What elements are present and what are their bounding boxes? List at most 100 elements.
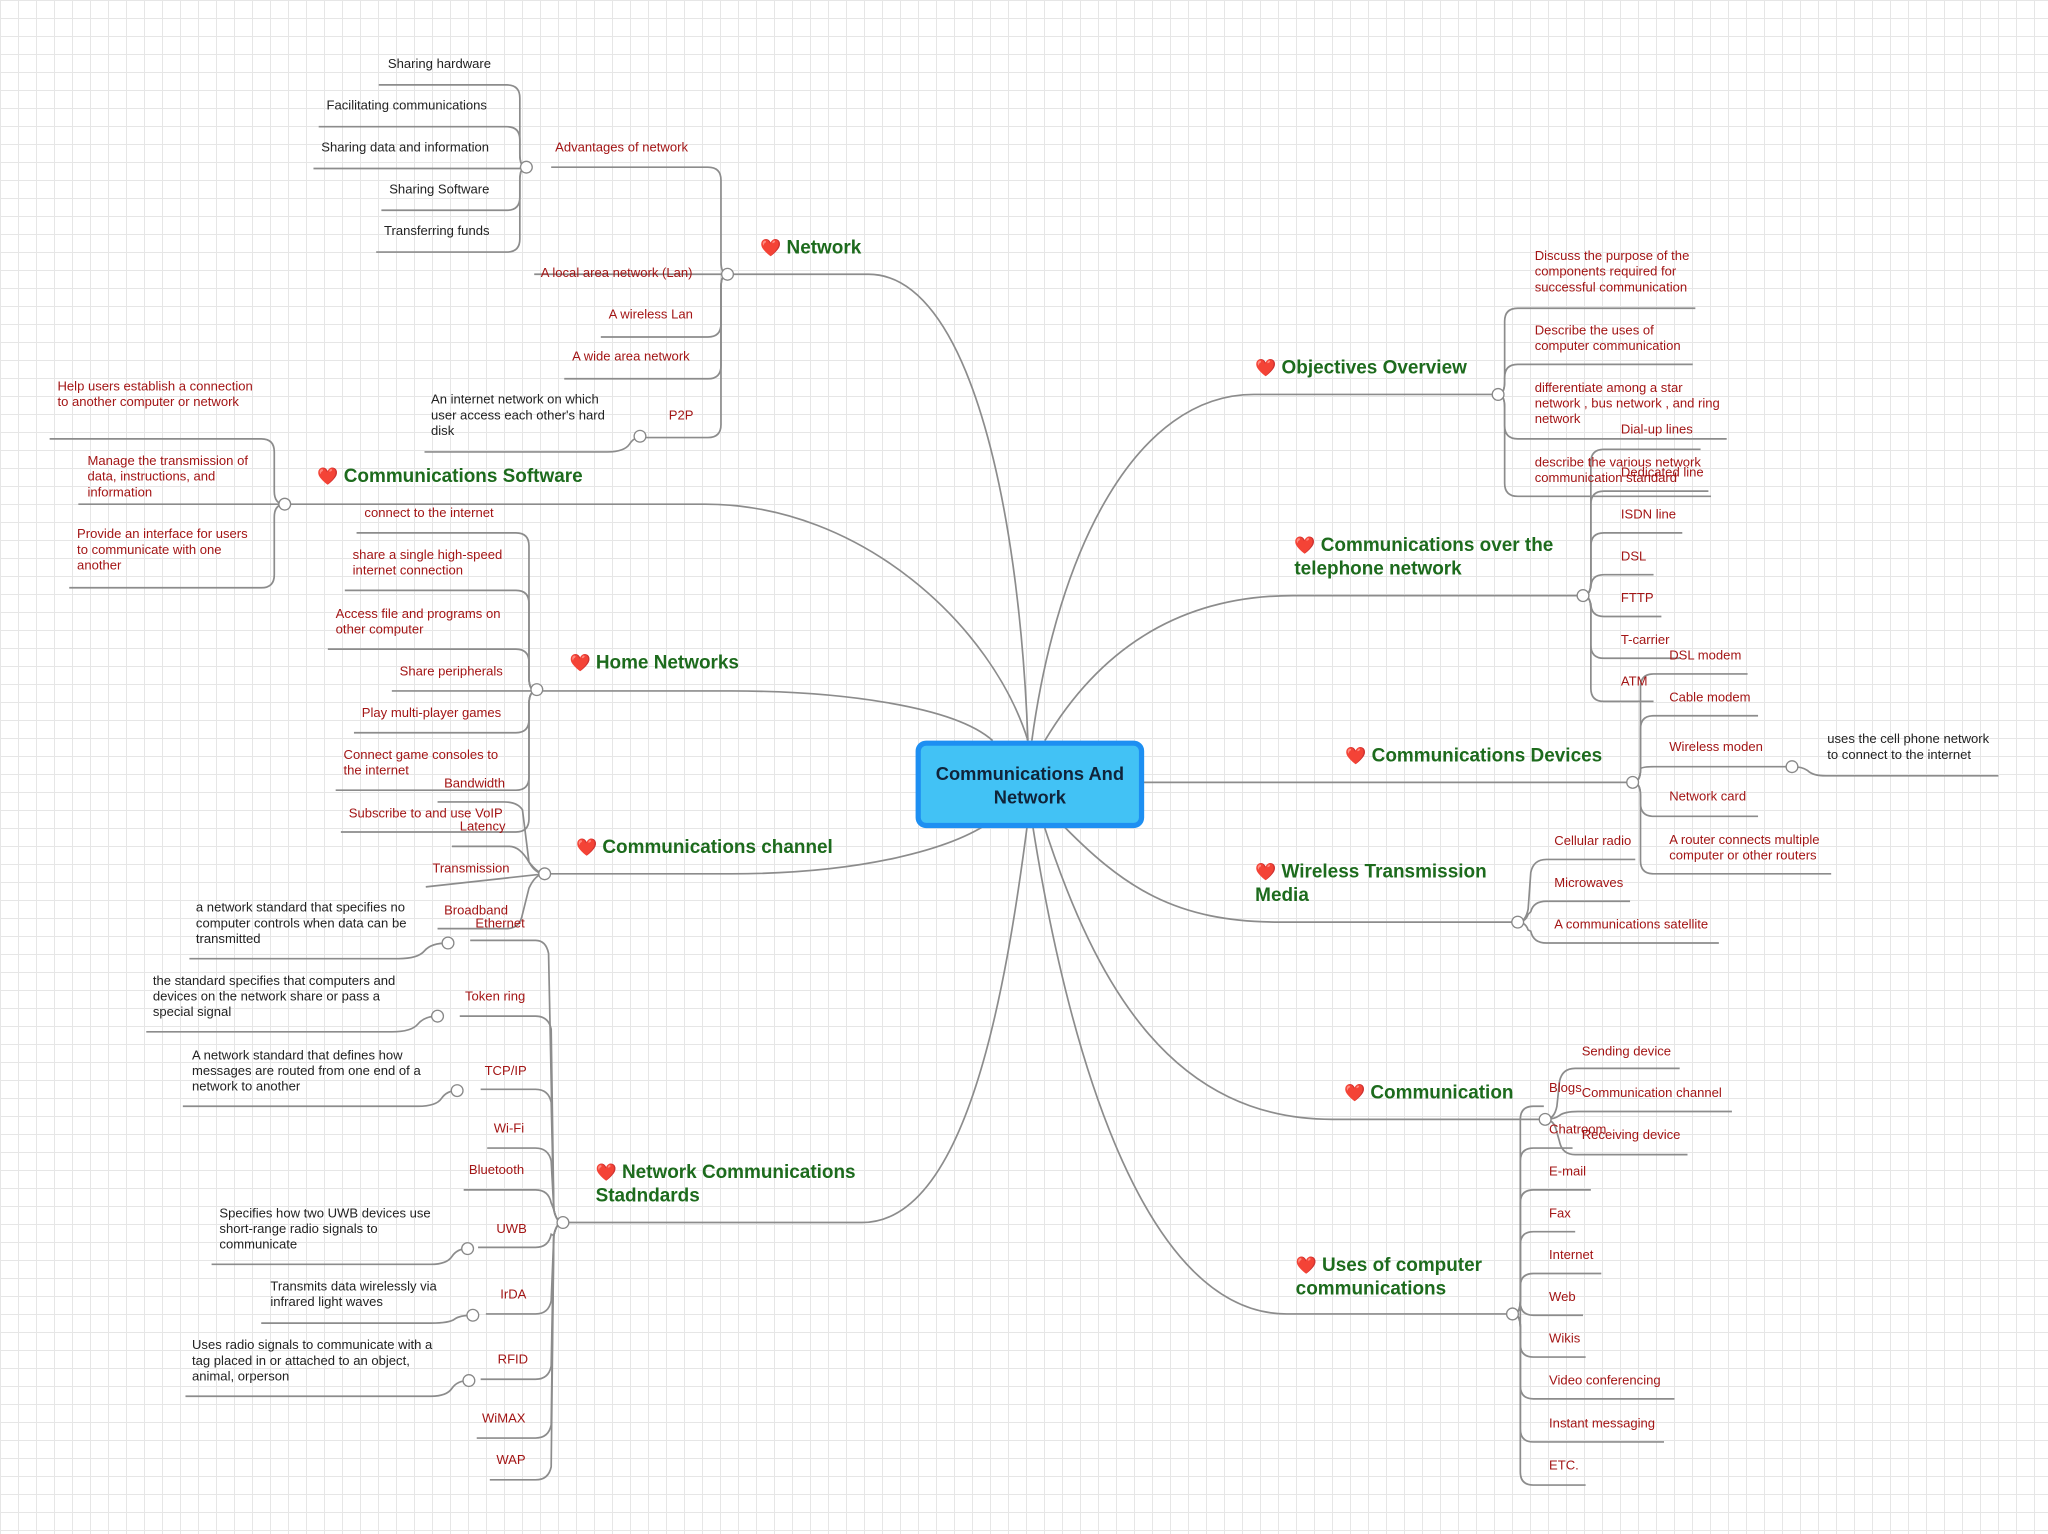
advantage-item: Sharing Software [389, 182, 490, 198]
leaf-telephone[interactable]: FTTP [1620, 591, 1654, 607]
root-node[interactable]: Communications And Network [915, 740, 1145, 829]
leaf-use[interactable]: Fax [1549, 1206, 1571, 1222]
leaf-channel[interactable]: Latency [459, 820, 506, 835]
leaf-standard[interactable]: Bluetooth [468, 1163, 525, 1179]
node-knob[interactable] [1491, 387, 1505, 401]
node-knob[interactable] [278, 497, 292, 511]
leaf-use[interactable]: Video conferencing [1549, 1374, 1661, 1389]
leaf-wireless[interactable]: Microwaves [1554, 876, 1624, 891]
node-knob[interactable] [441, 936, 455, 950]
leaf-use[interactable]: E-mail [1549, 1165, 1587, 1180]
node-knob[interactable] [1505, 1307, 1520, 1321]
leaf-objective[interactable]: describe the various network communicati… [1534, 455, 1701, 486]
leaf-software[interactable]: Manage the transmission of data, instruc… [87, 454, 248, 501]
leaf-telephone[interactable]: ISDN line [1620, 508, 1677, 523]
branch-communications-devices[interactable]: ❤️Communications Devices [1345, 745, 1603, 767]
branch-objectives-overview[interactable]: ❤️Objectives Overview [1255, 357, 1467, 379]
node-knob[interactable] [556, 1215, 570, 1230]
node-knob[interactable] [466, 1308, 480, 1322]
leaf-device[interactable]: Network card [1669, 790, 1747, 805]
leaf-channel[interactable]: Broadband [444, 903, 508, 919]
leaf-telephone[interactable]: Dedicated line [1620, 466, 1704, 481]
leaf-home[interactable]: Play multi-player games [361, 706, 502, 721]
leaf-channel[interactable]: Bandwidth [444, 777, 506, 792]
node-knob[interactable] [1576, 589, 1590, 603]
node-knob[interactable] [519, 160, 533, 174]
branch-uses[interactable]: ❤️Uses of computer communications [1295, 1255, 1483, 1300]
leaf-use[interactable]: Web [1549, 1290, 1576, 1305]
leaf-home[interactable]: connect to the internet [364, 506, 494, 522]
branch-communications-channel[interactable]: ❤️Communications channel [575, 837, 833, 859]
leaf-home[interactable]: Subscribe to and use VoIP [348, 807, 503, 822]
heart-icon: ❤️ [1295, 1255, 1317, 1275]
leaf-objective[interactable]: Discuss the purpose of the components re… [1534, 249, 1690, 296]
node-knob[interactable] [720, 267, 735, 281]
leaf-wireless[interactable]: Cellular radio [1554, 834, 1632, 849]
leaf-telephone[interactable]: DSL [1620, 549, 1647, 565]
leaf-wireless-lan[interactable]: A wireless Lan [608, 308, 693, 323]
heart-icon: ❤️ [1294, 535, 1316, 556]
leaf-advantages[interactable]: Advantages of network [555, 141, 688, 156]
leaf-use[interactable]: Instant messaging [1549, 1417, 1656, 1432]
node-knob[interactable] [530, 683, 544, 697]
node-knob[interactable] [462, 1374, 476, 1388]
leaf-lan[interactable]: A local area network (Lan) [540, 266, 693, 281]
branch-network[interactable]: ❤️Network [760, 237, 862, 259]
branch-home-networks[interactable]: ❤️Home Networks [569, 653, 739, 674]
leaf-p2p[interactable]: P2P [668, 408, 694, 424]
advantage-item: Transferring funds [383, 224, 490, 240]
leaf-home[interactable]: share a single high-speed internet conne… [352, 548, 503, 579]
branch-communications-software[interactable]: ❤️Communications Software [317, 466, 583, 488]
leaf-communication[interactable]: Communication channel [1581, 1086, 1722, 1102]
leaf-communication[interactable]: Sending device [1581, 1044, 1672, 1060]
node-knob[interactable] [1511, 915, 1525, 929]
node-knob[interactable] [1538, 1112, 1552, 1126]
leaf-channel[interactable]: Transmission [432, 862, 510, 877]
leaf-use[interactable]: Chatroom [1549, 1123, 1607, 1138]
leaf-standard[interactable]: IrDA [500, 1287, 527, 1303]
leaf-standard[interactable]: Wi-Fi [493, 1121, 525, 1137]
leaf-objective[interactable]: differentiate among a star network , bus… [1534, 381, 1720, 428]
node-knob[interactable] [461, 1242, 475, 1256]
leaf-home[interactable]: Connect game consoles to the internet [343, 748, 499, 779]
branch-telephone-network[interactable]: ❤️Communications over the telephone netw… [1294, 535, 1554, 580]
leaf-telephone[interactable]: T-carrier [1620, 633, 1670, 648]
leaf-communication[interactable]: Receiving device [1581, 1128, 1681, 1143]
leaf-home[interactable]: Share peripherals [399, 664, 503, 680]
leaf-standard[interactable]: UWB [496, 1222, 527, 1237]
node-knob[interactable] [450, 1084, 464, 1098]
leaf-use[interactable]: Wikis [1549, 1332, 1581, 1347]
leaf-home[interactable]: Access file and programs on other comput… [335, 607, 501, 638]
leaf-use[interactable]: Blogs [1549, 1081, 1582, 1096]
leaf-software[interactable]: Help users establish a connection to ano… [57, 380, 253, 411]
node-knob[interactable] [1785, 760, 1799, 774]
leaf-standard[interactable]: TCP/IP [484, 1064, 527, 1079]
leaf-software[interactable]: Provide an interface for users to commun… [77, 527, 248, 574]
leaf-standard[interactable]: Token ring [464, 990, 526, 1005]
branch-network-standards[interactable]: ❤️Network Communications Stadndards [595, 1162, 856, 1207]
leaf-use[interactable]: ETC. [1549, 1458, 1579, 1474]
leaf-device[interactable]: Wireless moden [1669, 740, 1763, 755]
node-knob[interactable] [538, 867, 552, 881]
node-knob[interactable] [633, 429, 647, 443]
leaf-telephone[interactable]: Dial-up lines [1620, 423, 1693, 438]
node-knob[interactable] [1626, 775, 1640, 789]
leaf-standard[interactable]: RFID [497, 1353, 529, 1368]
leaf-device[interactable]: DSL modem [1669, 649, 1742, 664]
leaf-telephone[interactable]: ATM [1620, 675, 1648, 690]
heart-icon: ❤️ [760, 237, 782, 258]
leaf-objective[interactable]: Describe the uses of computer communicat… [1534, 323, 1681, 354]
leaf-use[interactable]: Internet [1549, 1248, 1594, 1264]
leaf-device[interactable]: A router connects multiple computer or o… [1669, 833, 1820, 864]
leaf-wan[interactable]: A wide area network [572, 350, 690, 365]
detail-ethernet: a network standard that specifies no com… [195, 901, 407, 947]
leaf-wireless[interactable]: A communications satellite [1554, 918, 1709, 933]
leaf-device[interactable]: Cable modem [1669, 690, 1751, 706]
leaf-standard[interactable]: WAP [496, 1453, 526, 1469]
node-knob[interactable] [431, 1009, 445, 1023]
leaf-standard[interactable]: WiMAX [481, 1411, 526, 1427]
branch-communication[interactable]: ❤️Communication [1343, 1082, 1514, 1104]
branch-wireless-media[interactable]: ❤️Wireless Transmission Media [1255, 862, 1487, 907]
leaf-standard[interactable]: Ethernet [475, 916, 525, 932]
heart-icon: ❤️ [1343, 1082, 1366, 1103]
